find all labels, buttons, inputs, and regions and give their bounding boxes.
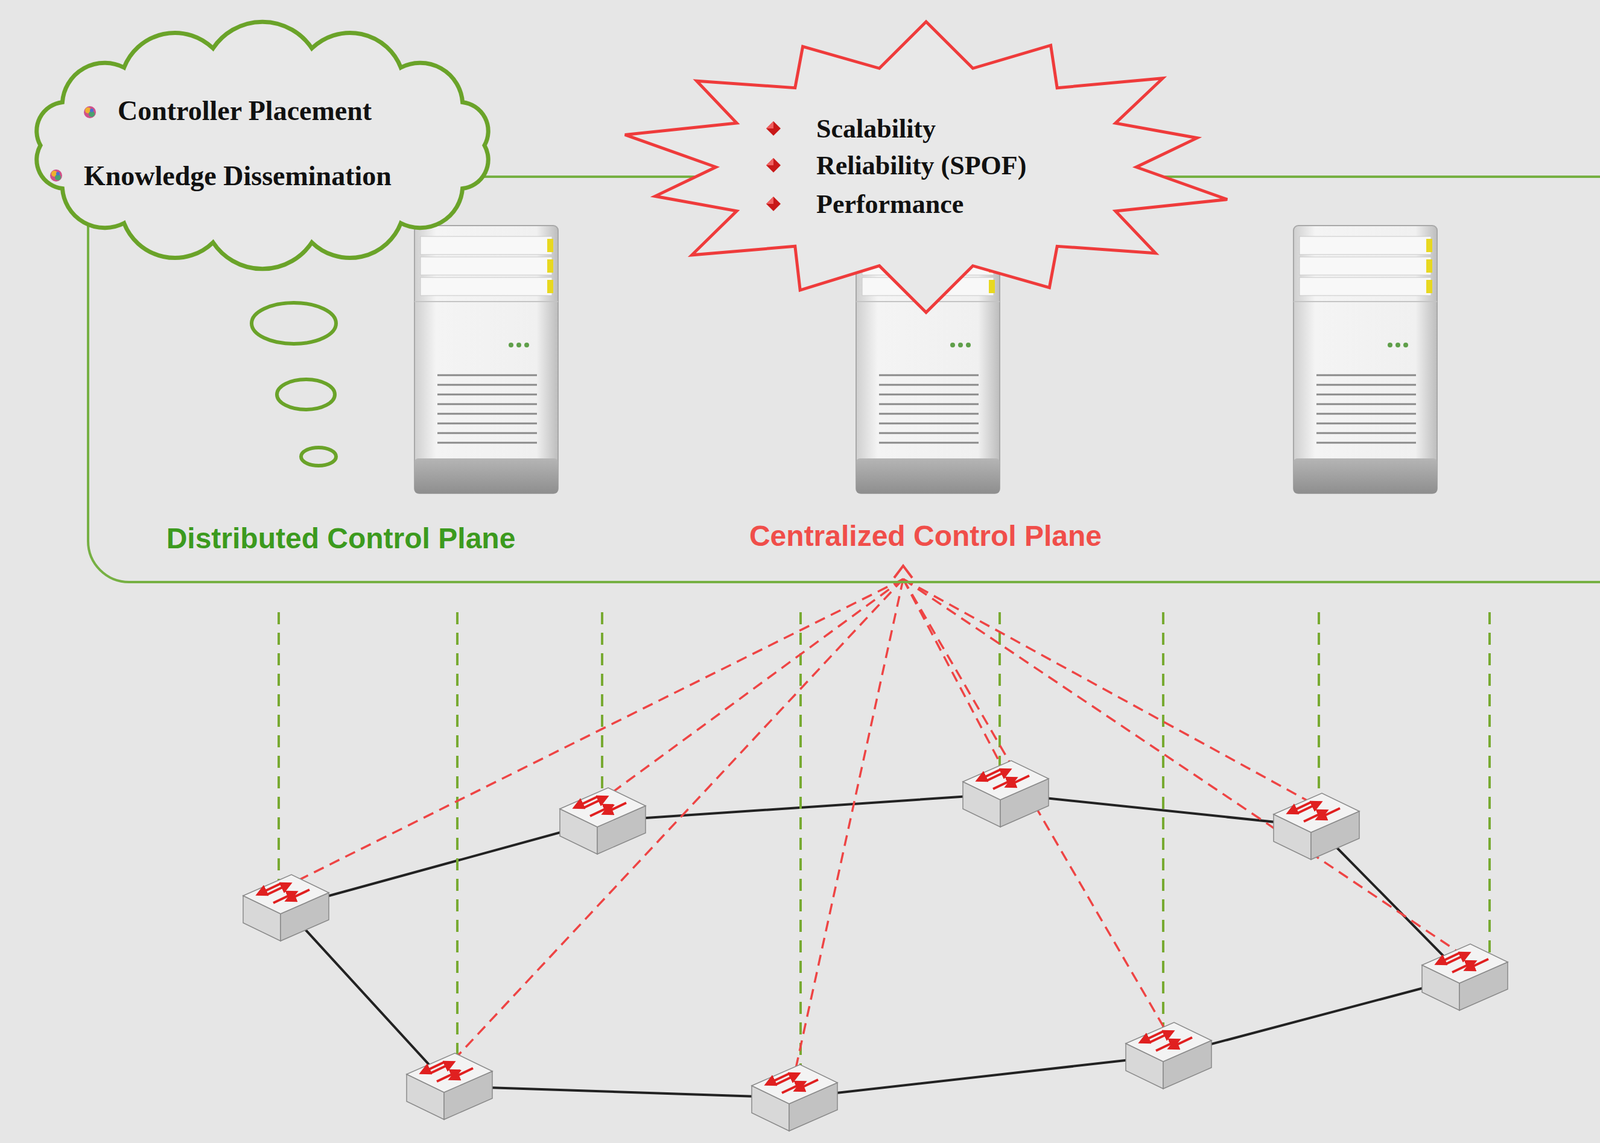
control-link xyxy=(1317,612,1321,804)
ring-link xyxy=(285,793,1465,1099)
control-link xyxy=(600,612,604,798)
bullet-icon xyxy=(50,169,63,182)
challenge-item: Scalability xyxy=(816,113,936,145)
control-link xyxy=(448,579,904,1066)
thought-cloud: Controller PlacementKnowledge Disseminat… xyxy=(15,20,510,271)
control-link xyxy=(799,612,802,1077)
network-switch xyxy=(559,787,646,855)
plane-label: Distributed Control Plane xyxy=(166,521,516,556)
challenge-item: Reliability (SPOF) xyxy=(816,150,1027,181)
arrow-head xyxy=(894,565,913,578)
control-link xyxy=(903,579,1169,1035)
control-link xyxy=(285,579,904,887)
network-switch xyxy=(1422,944,1508,1011)
plane-label: Centralized Control Plane xyxy=(749,519,1102,553)
control-link xyxy=(1488,612,1491,957)
challenge-item: Performance xyxy=(816,188,964,220)
control-link xyxy=(903,579,1465,957)
cloud-shape xyxy=(36,21,489,270)
network-switch xyxy=(406,1053,493,1120)
thought-bubble xyxy=(251,302,337,344)
centralized-control-links xyxy=(285,579,1465,1077)
control-link xyxy=(456,612,459,1065)
network-switch xyxy=(751,1064,838,1132)
bullet-icon xyxy=(83,106,96,119)
challenge-starburst: ScalabilityReliability (SPOF) Performance xyxy=(612,18,1240,317)
cloud-item: Controller Placement xyxy=(117,94,372,127)
thought-bubble xyxy=(276,379,335,410)
network-switch xyxy=(1273,793,1360,860)
bullet-icon xyxy=(766,196,781,212)
cloud-outline xyxy=(15,20,510,271)
control-link xyxy=(277,612,280,884)
cloud-item: Knowledge Dissemination xyxy=(83,159,392,192)
network-switch xyxy=(962,760,1049,828)
control-link xyxy=(602,579,904,800)
bullet-icon xyxy=(766,158,781,173)
thought-bubble xyxy=(301,447,337,466)
network-switch xyxy=(243,874,329,942)
control-link xyxy=(1161,612,1165,1033)
bullet-icon xyxy=(766,121,781,136)
starburst-shape xyxy=(625,21,1228,313)
data-plane-links xyxy=(285,793,1465,1099)
network-switch xyxy=(1125,1022,1212,1089)
controller-server xyxy=(1293,225,1438,494)
controller-server xyxy=(414,225,559,494)
control-link xyxy=(903,579,1316,806)
distributed-control-links xyxy=(278,612,1490,1077)
thought-bubbles xyxy=(251,302,337,466)
control-link xyxy=(793,579,904,1077)
